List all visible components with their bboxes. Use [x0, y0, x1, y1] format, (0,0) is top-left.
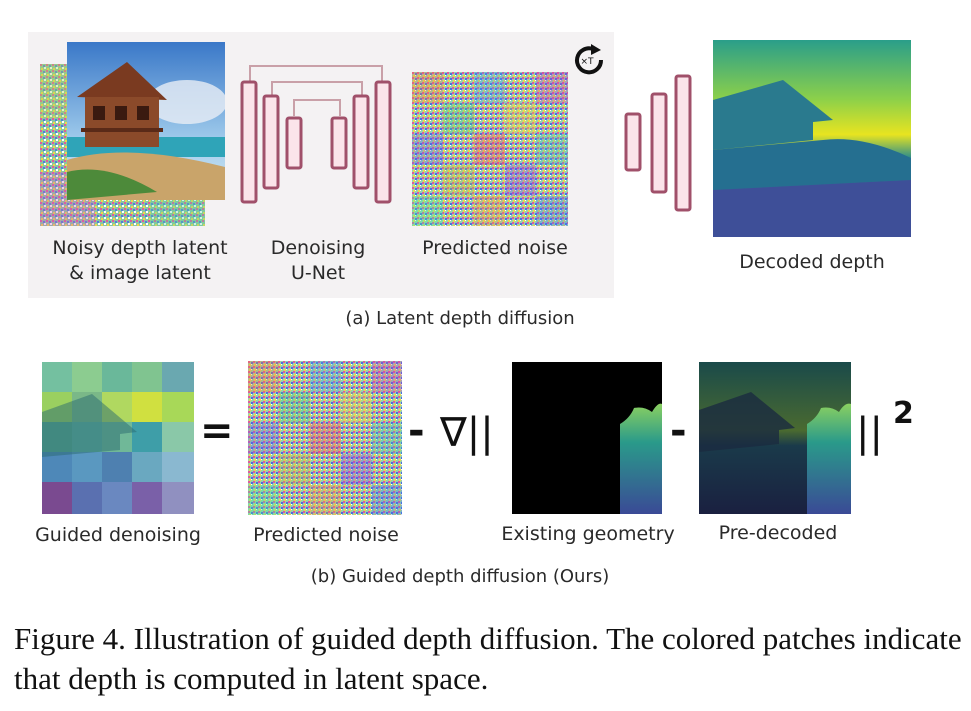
label-predicted-noise-b: Predicted noise: [253, 524, 399, 546]
square-exponent: 2: [893, 396, 914, 431]
equals-operator: =: [200, 408, 234, 454]
predicted-noise-image-b: [248, 361, 402, 515]
label-predicted-noise-a: Predicted noise: [422, 237, 568, 259]
minus-operator-2: -: [670, 408, 687, 454]
subcaption-b: (b) Guided depth diffusion (Ours): [310, 566, 610, 587]
label-noisy-latent: Noisy depth latent & image latent: [52, 237, 228, 284]
minus-operator-1: -: [408, 408, 425, 454]
repeat-cycle-icon: ×T: [571, 44, 607, 76]
label-decoded-depth: Decoded depth: [739, 251, 885, 273]
figure-caption: Figure 4. Illustration of guided depth d…: [14, 621, 962, 696]
repeat-badge-text: ×T: [580, 57, 594, 67]
nabla-norm-open: ∇||: [440, 410, 494, 456]
label-guided-denoising: Guided denoising: [35, 524, 201, 546]
subcaption-a: (a) Latent depth diffusion: [345, 308, 575, 329]
norm-close: ||: [856, 410, 883, 456]
label-pre-decoded: Pre-decoded: [718, 522, 838, 544]
decoded-depth-image: [713, 40, 911, 237]
predicted-noise-image-a: [412, 72, 568, 226]
guided-denoising-image: [42, 362, 194, 514]
pre-decoded-image: [699, 362, 851, 514]
denoising-unet-diagram: [236, 60, 396, 206]
beach-house-image-latent: [67, 42, 225, 200]
existing-geometry-image: [512, 362, 662, 514]
label-unet: Denoising U-Net: [270, 237, 366, 284]
label-existing-geometry: Existing geometry: [501, 523, 675, 545]
decoder-diagram: [622, 72, 694, 214]
